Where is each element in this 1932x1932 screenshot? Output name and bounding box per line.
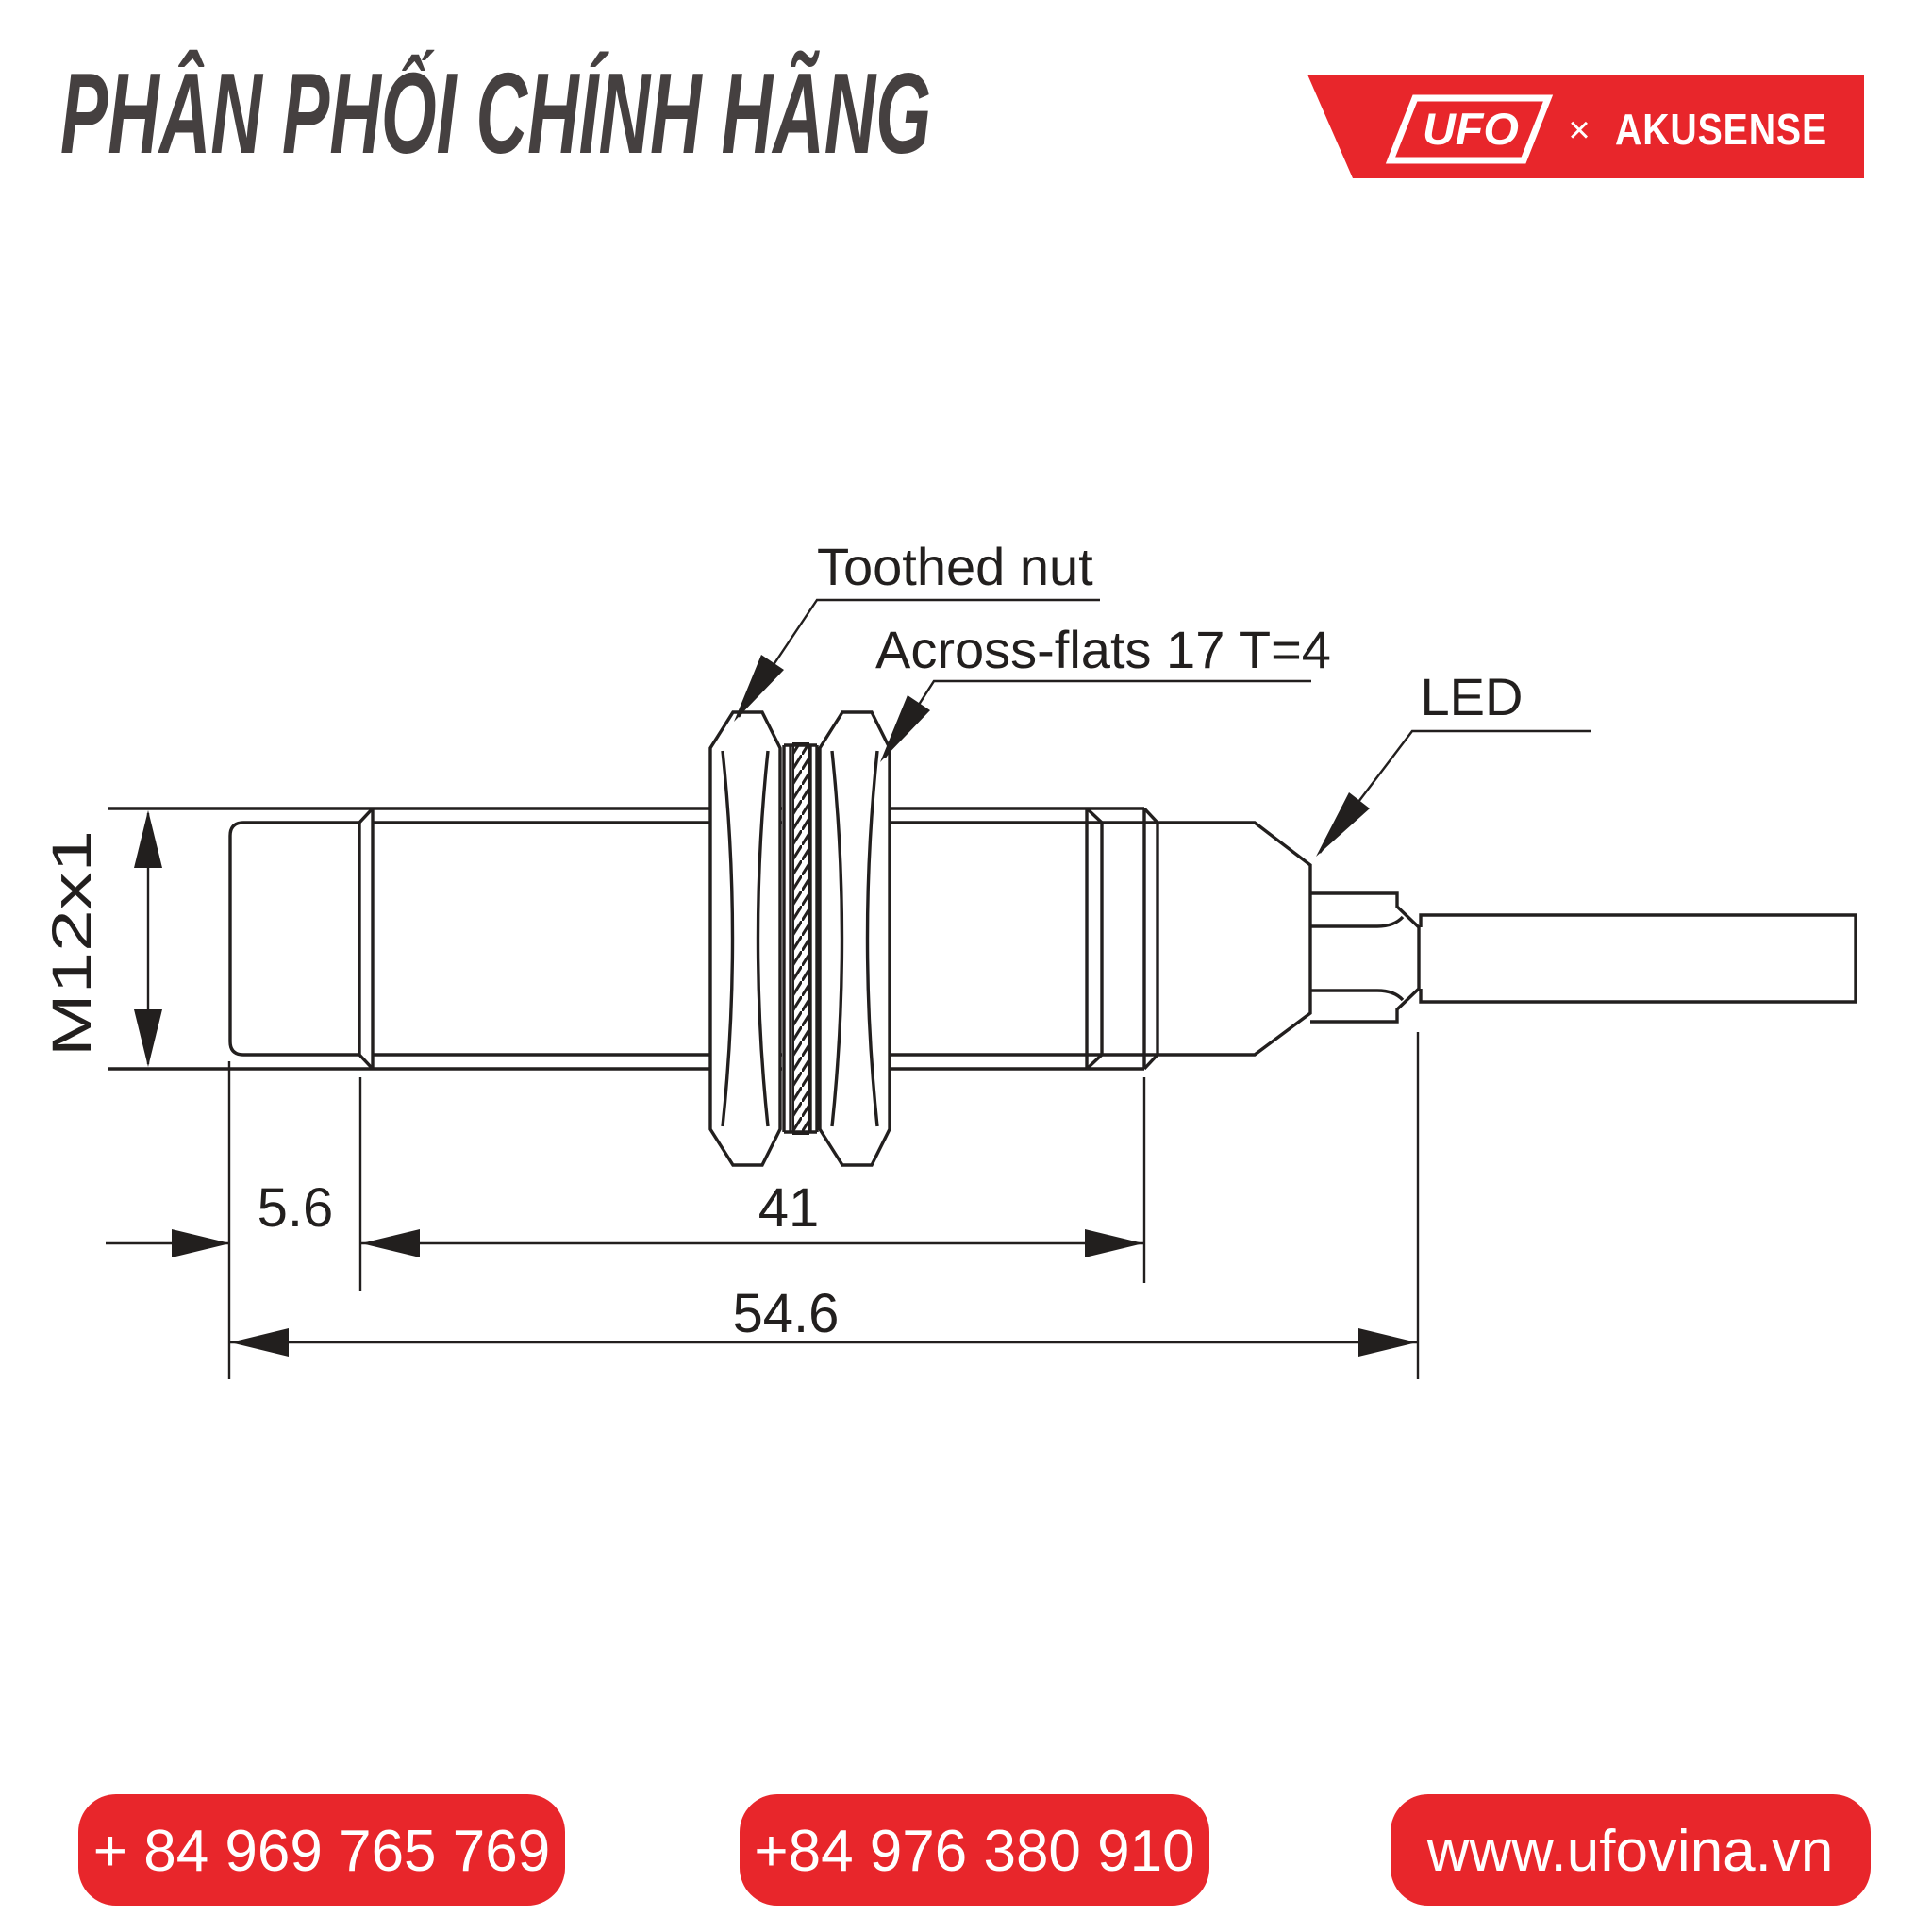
rear-cap-outline [1158,821,1312,1057]
thread-length-text: 41 [758,1177,820,1239]
across-flats-leader [883,679,1311,758]
nut-right-outline [818,710,891,1167]
phone-number-2: +84 976 380 910 [754,1819,1194,1884]
washer-serration-strip [792,742,809,1135]
mid-chamfer-bottom [1085,1053,1104,1071]
sensor-dimension-drawing: M12x1 5.6 41 54.6 Toothed nut [42,537,1857,1379]
website-pill: www.ufovina.vn [1391,1794,1871,1906]
end-chamfer-bottom [1142,1053,1159,1071]
end-chamfer-top [1142,807,1159,824]
brand-banner: UFO × AKUSENSE [1307,75,1864,178]
phone-pill-1: + 84 969 765 769 [78,1794,565,1906]
dim-41-arrow-right [1085,1229,1143,1257]
thread-spec-text: M12x1 [42,830,103,1057]
tip-length-text: 5.6 [258,1177,334,1239]
across-flats-arrow [880,695,930,762]
dim-54-6-arrow-left [230,1328,289,1357]
cable-gland [1310,891,1421,1024]
m12-arrow-up [134,810,162,868]
toothed-nut-left [708,710,782,1167]
phone-number-1: + 84 969 765 769 [93,1819,550,1884]
ufo-logo-text: UFO [1423,104,1519,154]
toothed-nut-label: Toothed nut [817,537,1093,596]
led-leader [1319,729,1591,854]
dim-41-arrow-left [361,1229,420,1257]
nut-left-facet-2 [756,750,770,1127]
toothed-nut-arrow [734,655,784,722]
sensing-tip-outline [228,821,359,1057]
gland-outline [1310,891,1421,1024]
collab-x-icon: × [1568,109,1590,151]
toothed-nut-right [818,710,891,1167]
across-flats-label: Across-flats 17 T=4 [875,620,1331,679]
dimension-row-1: 5.6 41 [106,1061,1146,1379]
total-length-text: 54.6 [733,1283,840,1344]
tip-chamfer-bottom [358,1053,375,1071]
mid-chamfer-top [1085,807,1104,824]
gland-facet-bottom [1310,989,1405,1002]
label-toothed-nut: Toothed nut [734,537,1100,722]
footer: + 84 969 765 769 +84 976 380 910 www.ufo… [78,1794,1871,1906]
gland-facet-top [1310,915,1405,928]
sensor-cable [1419,913,1857,1004]
dimension-m12: M12x1 [42,810,162,1067]
phone-pill-2-bg [740,1794,1209,1906]
phone-pill-1-bg [78,1794,565,1906]
dim-54-6-arrow-right [1358,1328,1417,1357]
partner-brand-text: AKUSENSE [1615,105,1827,154]
label-across-flats: Across-flats 17 T=4 [875,620,1331,762]
nut-right-facet-1 [830,750,844,1127]
phone-pill-2: +84 976 380 910 [740,1794,1209,1906]
tip-chamfer-top [358,807,375,824]
m12-arrow-down [134,1009,162,1067]
led-arrow [1316,792,1370,857]
serrated-washer [782,715,819,1162]
website-url: www.ufovina.vn [1426,1819,1834,1884]
page-title: PHÂN PHỐI CHÍNH HÃNG [60,48,931,177]
nut-left-outline [708,710,782,1167]
dim-5-6-arrow [172,1229,230,1257]
website-pill-bg [1391,1794,1871,1906]
led-label: LED [1421,667,1524,726]
nut-right-facet-2 [865,750,879,1127]
nut-left-facet-1 [721,750,735,1127]
label-led: LED [1316,667,1591,857]
ufo-logo-frame [1385,94,1554,164]
header: PHÂN PHỐI CHÍNH HÃNG UFO × AKUSENSE [60,48,1864,178]
dimension-row-2: 54.6 [229,1032,1420,1379]
